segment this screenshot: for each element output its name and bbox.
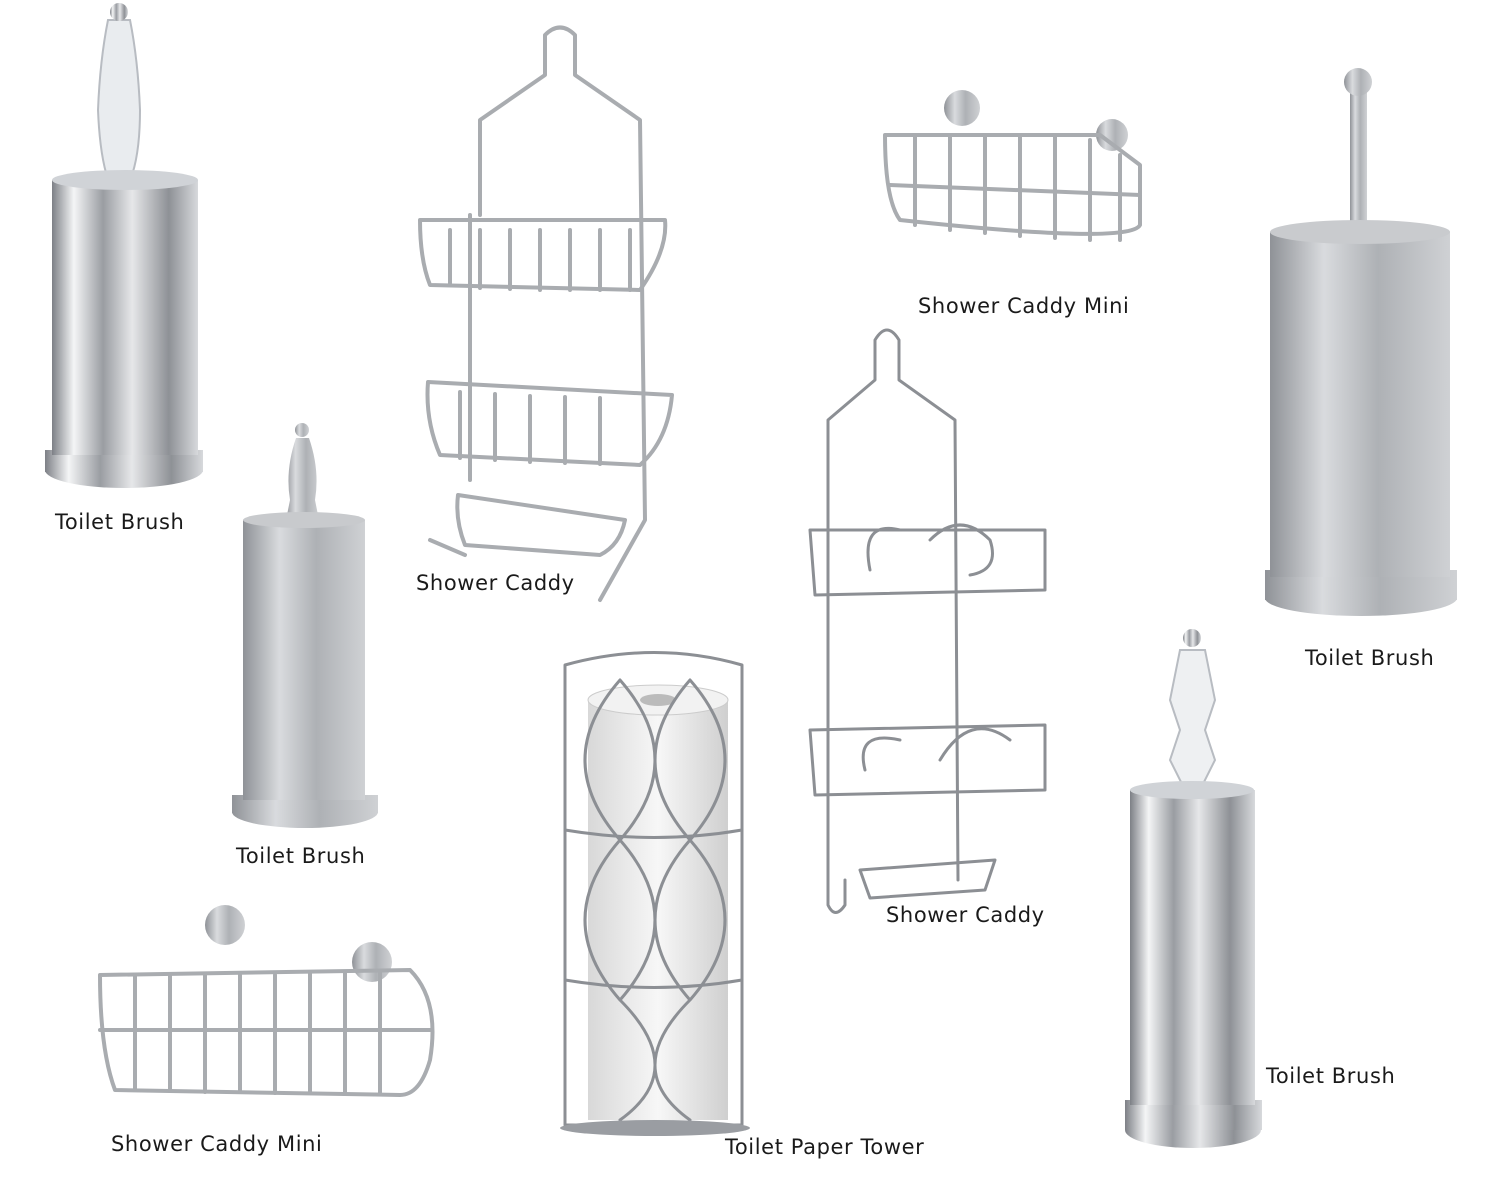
product-label: Toilet Brush xyxy=(1305,646,1435,670)
product-label: Toilet Brush xyxy=(55,510,185,534)
toilet-brush-chrome-crystal xyxy=(45,3,203,488)
toilet-paper-tower xyxy=(560,651,750,1136)
product-label: Shower Caddy Mini xyxy=(918,294,1130,318)
product-label: Toilet Brush xyxy=(1266,1064,1396,1088)
shower-caddy-scroll xyxy=(808,328,1047,914)
product-label: Shower Caddy xyxy=(416,571,575,595)
shower-caddy-white xyxy=(418,25,674,602)
toilet-brush-chrome-finial xyxy=(1125,629,1262,1148)
product-label: Shower Caddy Mini xyxy=(111,1132,323,1156)
product-label: Shower Caddy xyxy=(886,903,1045,927)
toilet-brush-brushed-ball xyxy=(1265,68,1457,616)
toilet-brush-brushed-finial xyxy=(232,423,378,828)
shower-caddy-mini-basket xyxy=(98,905,435,1097)
shower-caddy-mini-corner xyxy=(883,90,1142,242)
product-label: Toilet Brush xyxy=(236,844,366,868)
product-label: Toilet Paper Tower xyxy=(725,1135,925,1159)
